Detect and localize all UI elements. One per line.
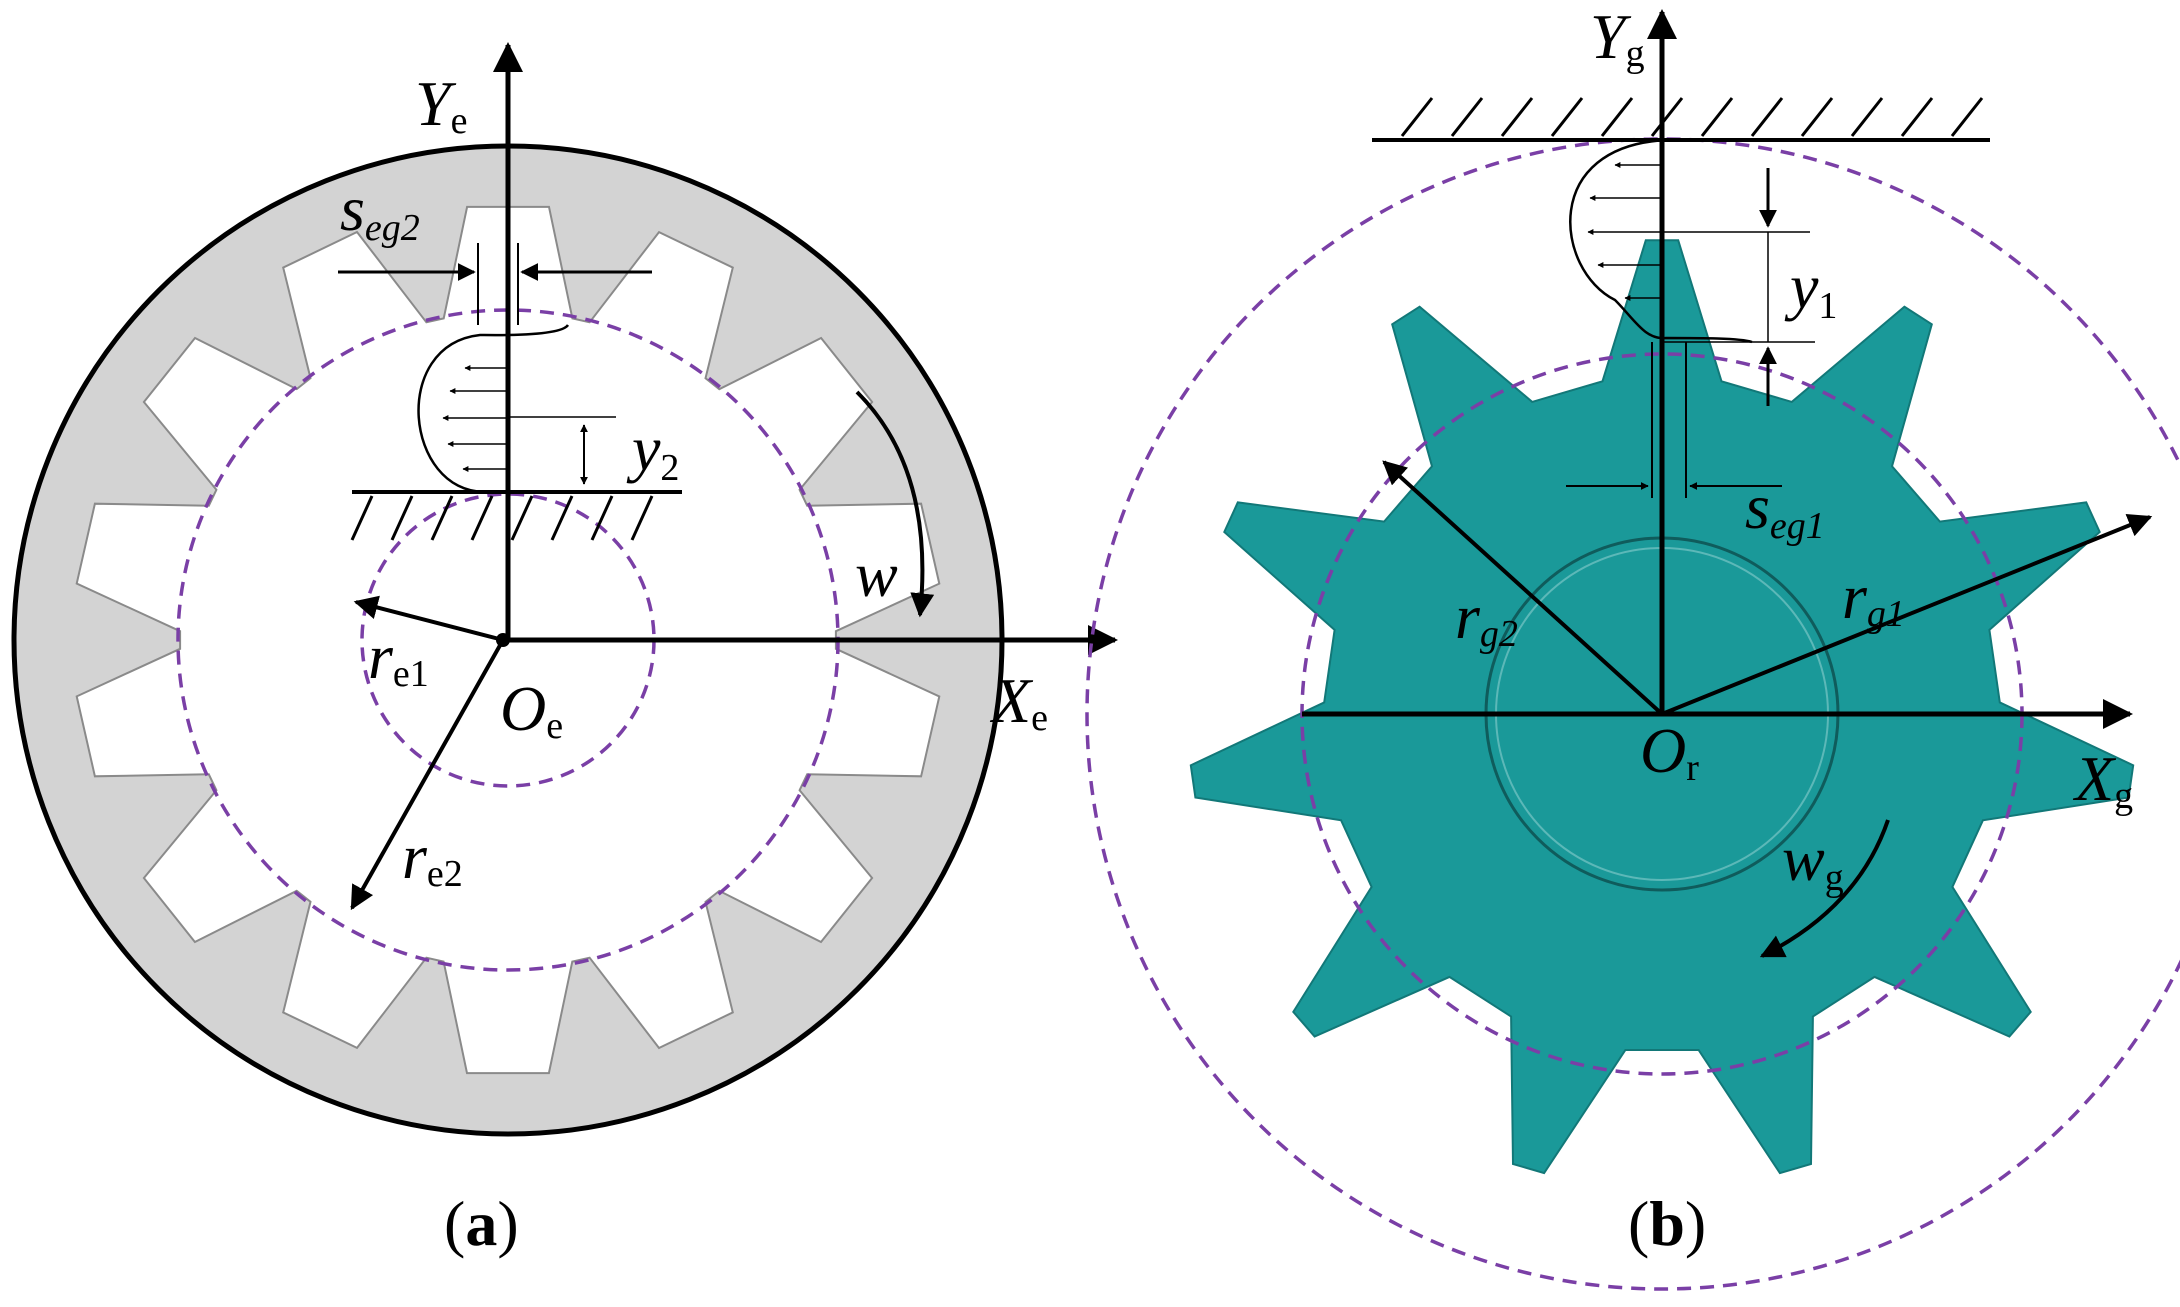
- velocity-profile-b: [1569, 138, 1753, 344]
- rotation-label-w: w: [855, 539, 898, 610]
- axis-label-ye: Ye: [415, 68, 467, 142]
- radius-label-rg1: rg1: [1842, 561, 1905, 635]
- origin-label-or: Or: [1640, 715, 1699, 789]
- axis-label-yg: Yg: [1590, 1, 1645, 75]
- wall-hatching-a: [350, 495, 654, 541]
- velocity-vectors-b: [1587, 162, 1662, 301]
- radius-arrow-re1: [353, 595, 504, 642]
- height-label-y1: y1: [1784, 251, 1837, 327]
- caption-b: (b): [1628, 1188, 1706, 1259]
- origin-label-oe: Oe: [500, 673, 563, 747]
- axis-label-xe: Xe: [989, 665, 1048, 739]
- radius-label-re1: re1: [368, 621, 429, 695]
- rotation-label-wg: wg: [1782, 823, 1844, 899]
- panel-a-internal-gear: Ye Xe Oe re1 re2 seg2 y2 w (a): [11, 42, 1118, 1259]
- velocity-profile-a: [417, 324, 570, 494]
- rotation-arrow-wg: [1759, 819, 1890, 958]
- gap-label-seg1: seg1: [1745, 471, 1825, 547]
- radius-arrow-re2: [350, 639, 505, 911]
- radius-arrow-rg2: [1382, 460, 1664, 716]
- panel-b-external-gear: Yg Xg Or rg2 rg1 seg1 y1 wg (b): [1085, 1, 2180, 1291]
- radius-label-re2: re2: [402, 821, 463, 895]
- height-label-y2: y2: [626, 413, 679, 489]
- wall-hatching-b: [1400, 97, 1984, 137]
- pitch-circle-rg1: [1085, 137, 2180, 1291]
- radius-label-rg2: rg2: [1455, 581, 1518, 655]
- caption-a: (a): [444, 1188, 519, 1259]
- axis-label-xg: Xg: [2072, 743, 2133, 817]
- rotation-arrow-w: [855, 390, 935, 618]
- gap-label-seg2: seg2: [340, 173, 420, 249]
- velocity-vectors-a: [442, 365, 508, 472]
- radius-arrow-rg1: [1661, 513, 2153, 716]
